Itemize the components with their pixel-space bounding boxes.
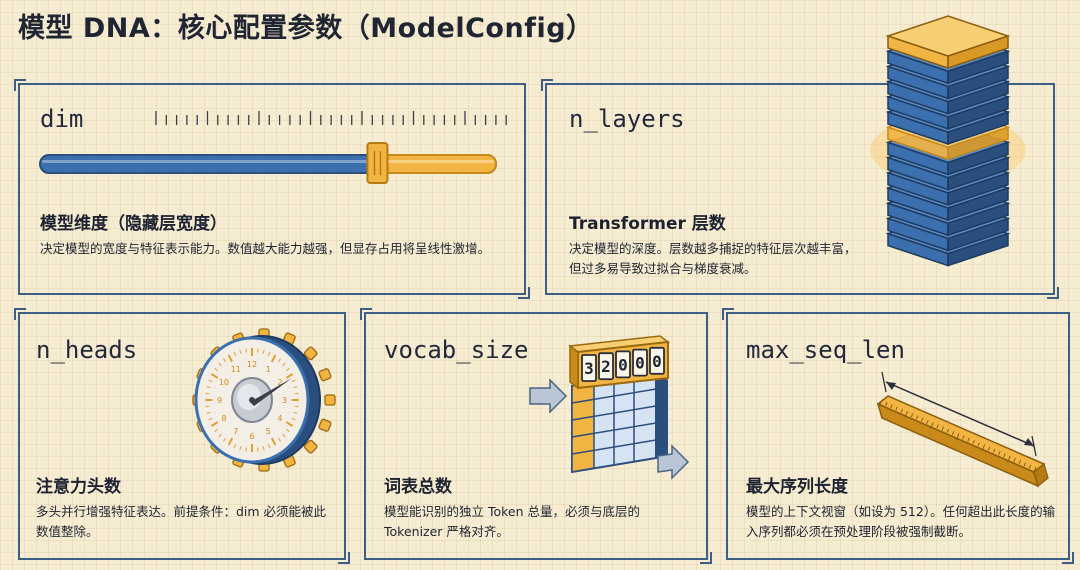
max-seq-len-description: 模型的上下文视窗（如设为 512）。任何超出此长度的输入序列都必须在预处理阶段被… xyxy=(746,504,1056,539)
max-seq-len-heading: 最大序列长度 xyxy=(746,477,848,497)
counter-digit: 3 xyxy=(584,359,594,378)
param-max-seq-len: max_seq_len xyxy=(746,336,905,364)
card-dim: dim 模型维度（隐藏层宽度） 决定模型的宽度与特征表示能力。数值越大能力越强，… xyxy=(14,79,530,299)
dim-heading: 模型维度（隐藏层宽度） xyxy=(40,214,227,234)
n-layers-heading: Transformer 层数 xyxy=(569,214,726,234)
n-heads-description: 多头并行增强特征表达。前提条件：dim 必须能被此数值整除。 xyxy=(36,504,327,539)
param-n-layers: n_layers xyxy=(569,105,685,133)
page-title: 模型 DNA：核心配置参数（ModelConfig） xyxy=(18,13,594,44)
vocab-size-heading: 词表总数 xyxy=(384,477,452,497)
dial-label: 6 xyxy=(249,432,254,441)
dim-description: 决定模型的宽度与特征表示能力。数值越大能力越强，但显存占用将呈线性激增。 xyxy=(40,241,491,256)
dial-label: 11 xyxy=(231,365,241,374)
counter-digit: 2 xyxy=(601,357,611,376)
vocab-size-description: 模型能识别的独立 Token 总量，必须与底层的 Tokenizer 严格对齐。 xyxy=(384,504,641,539)
layer-stack-illustration xyxy=(870,15,1026,267)
param-vocab-size: vocab_size xyxy=(384,336,529,364)
dial-label: 5 xyxy=(266,427,271,436)
card-max-seq-len: max_seq_len 最大序列长度 模型的上下文视窗（如设为 512）。任何超… xyxy=(722,308,1074,564)
card-n-layers: n_layers Transformer 层数 决定模型的深度。层数越多捕捉的特… xyxy=(541,79,1059,299)
param-n-heads: n_heads xyxy=(36,336,138,364)
n-heads-heading: 注意力头数 xyxy=(36,477,121,497)
dim-slider[interactable] xyxy=(36,141,506,191)
dial-label: 3 xyxy=(282,396,287,405)
dial-label: 2 xyxy=(278,378,283,387)
dial-label: 10 xyxy=(219,378,229,387)
counter-digit: 0 xyxy=(652,352,662,371)
ruler-icon xyxy=(876,371,1049,488)
dial-label: 4 xyxy=(278,414,283,423)
counter-digit: 0 xyxy=(618,355,628,374)
dial-label: 8 xyxy=(221,414,226,423)
n-layers-description: 决定模型的深度。层数越多捕捉的特征层次越丰富，但过多易导致过拟合与梯度衰减。 xyxy=(569,241,857,276)
dim-tick-ruler xyxy=(155,111,507,125)
dial-label: 1 xyxy=(266,365,271,374)
dial-label: 9 xyxy=(217,396,222,405)
dial-label: 12 xyxy=(247,360,257,369)
dial-label: 7 xyxy=(233,427,238,436)
param-dim: dim xyxy=(40,105,84,133)
counter-digit: 0 xyxy=(635,354,645,373)
slider-knob[interactable] xyxy=(366,142,389,184)
